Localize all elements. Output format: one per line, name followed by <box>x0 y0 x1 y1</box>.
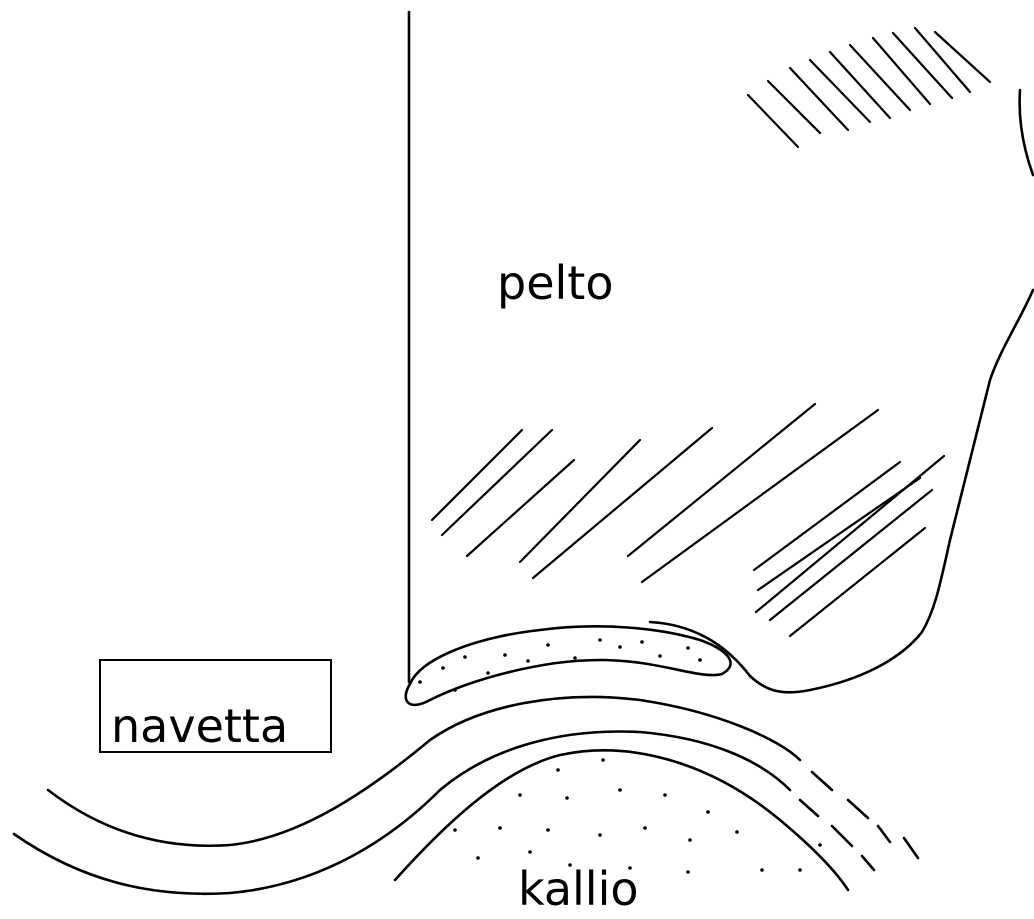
road-upper-edge-dashes <box>810 770 892 844</box>
ridge-dots <box>418 638 702 692</box>
rock-outcrop-boundary <box>393 749 850 892</box>
ridge-outline <box>404 625 732 707</box>
hatching-upper-right <box>746 26 992 149</box>
road-lower-edge-dashes <box>798 798 920 872</box>
hatching-lower-field <box>430 402 946 638</box>
road-lower-edge <box>12 730 792 896</box>
barn-label: navetta <box>111 699 289 753</box>
rock-label: kallio <box>518 862 639 916</box>
field-right-boundary <box>648 88 1034 694</box>
rock-dots <box>453 758 822 874</box>
road-upper-edge <box>46 695 802 847</box>
field-label: pelto <box>497 256 614 310</box>
barn-building <box>99 659 332 753</box>
